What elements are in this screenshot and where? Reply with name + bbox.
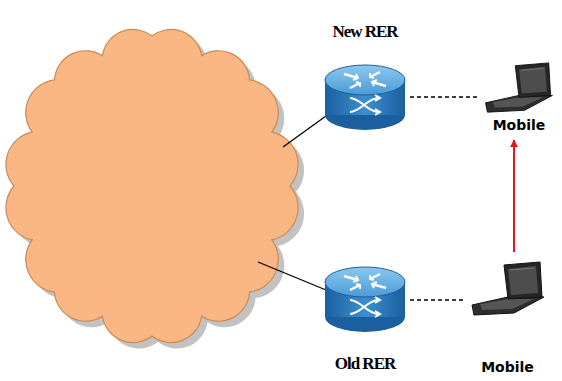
laptop-icon (479, 62, 559, 114)
link-line (258, 262, 326, 290)
router-label: Old RER (335, 354, 396, 374)
router-icon (320, 60, 410, 135)
device-label: Mobile (481, 358, 534, 376)
router-node: New RER (320, 22, 410, 135)
wireless-link (410, 96, 478, 97)
mobile-node: Mobile (465, 258, 550, 376)
cloud-shape (6, 29, 298, 342)
wireless-link (410, 299, 465, 300)
mobile-node: Mobile (478, 62, 560, 134)
router-icon (320, 262, 410, 337)
move-arrow (513, 140, 515, 252)
laptop-icon (468, 258, 548, 320)
device-label: Mobile (493, 116, 546, 134)
router-label: New RER (332, 22, 397, 42)
link-line (283, 116, 326, 147)
router-node: Old RER (320, 262, 410, 374)
